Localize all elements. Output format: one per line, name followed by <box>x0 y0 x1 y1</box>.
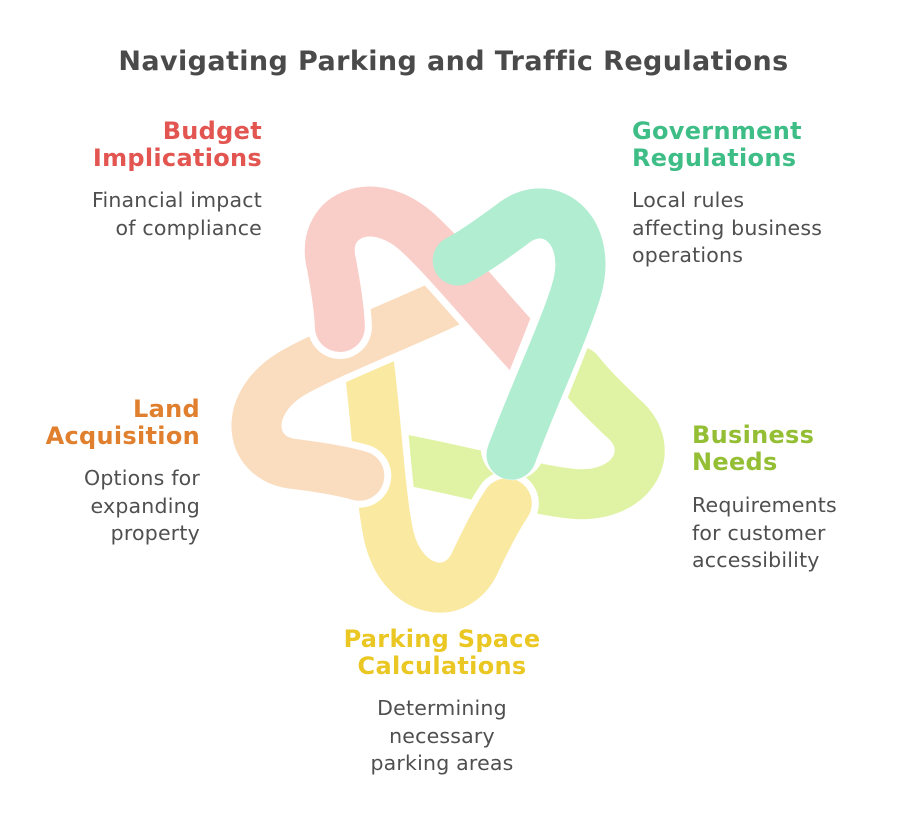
heading-line: Government <box>632 117 802 145</box>
knot-lobe-business-needs <box>364 339 672 527</box>
section-heading: Government Regulations <box>632 118 877 172</box>
section-heading: Budget Implications <box>12 118 262 172</box>
heading-line: Budget <box>162 117 262 145</box>
desc-line: necessary <box>389 723 495 748</box>
heading-line: Calculations <box>357 652 527 680</box>
knot-lobe-government-color <box>432 188 606 480</box>
section-heading: Parking Space Calculations <box>292 626 592 680</box>
knot-weave-patch <box>432 188 606 481</box>
desc-line: parking areas <box>370 751 514 775</box>
page-title: Navigating Parking and Traffic Regulatio… <box>118 46 789 77</box>
knot-lobe-land-color <box>231 273 481 501</box>
desc-line: property <box>110 521 200 545</box>
knot-weave-patch-color <box>432 188 606 480</box>
knot-lobe-land-acquisition <box>224 266 488 508</box>
desc-line: Requirements <box>692 493 837 517</box>
section-parking-space-calculations: Parking Space Calculations Determining n… <box>292 626 592 778</box>
section-budget-implications: Budget Implications Financial impact of … <box>12 118 262 242</box>
knot-lobe-parking-space <box>336 324 539 620</box>
section-government-regulations: Government Regulations Local rules affec… <box>632 118 877 270</box>
knot-lobe-budget-implications <box>297 179 571 396</box>
desc-line: Options for <box>83 466 200 490</box>
heading-line: Regulations <box>632 144 797 172</box>
knot-lobe-government-regulations <box>425 181 613 487</box>
desc-line: Financial impact <box>91 188 262 212</box>
section-heading: Business Needs <box>692 422 907 476</box>
section-heading: Land Acquisition <box>0 396 200 450</box>
section-land-acquisition: Land Acquisition Options for expanding p… <box>0 396 200 548</box>
desc-line: operations <box>632 243 744 267</box>
desc-line: for customer <box>692 520 826 545</box>
knot-lobe-budget-color <box>304 186 564 389</box>
knot-lobe-business-color <box>371 346 665 520</box>
section-business-needs: Business Needs Requirements for customer… <box>692 422 907 575</box>
section-description: Determining necessary parking areas <box>292 695 592 778</box>
desc-line: affecting business <box>632 215 823 240</box>
heading-line: Implications <box>92 144 262 172</box>
desc-line: Local rules <box>632 188 745 212</box>
section-description: Financial impact of compliance <box>12 187 262 242</box>
heading-line: Business Needs <box>692 421 815 476</box>
heading-line: Land <box>133 395 200 423</box>
knot-lobe-parking-color <box>343 331 532 613</box>
section-description: Requirements for customer accessibility <box>692 492 907 575</box>
desc-line: accessibility <box>692 548 820 572</box>
desc-line: expanding <box>90 493 200 518</box>
section-description: Options for expanding property <box>0 465 200 548</box>
heading-line: Acquisition <box>45 422 200 450</box>
desc-line: of compliance <box>115 215 262 240</box>
section-description: Local rules affecting business operation… <box>632 187 877 270</box>
desc-line: Determining <box>377 696 507 720</box>
heading-line: Parking Space <box>343 625 541 653</box>
